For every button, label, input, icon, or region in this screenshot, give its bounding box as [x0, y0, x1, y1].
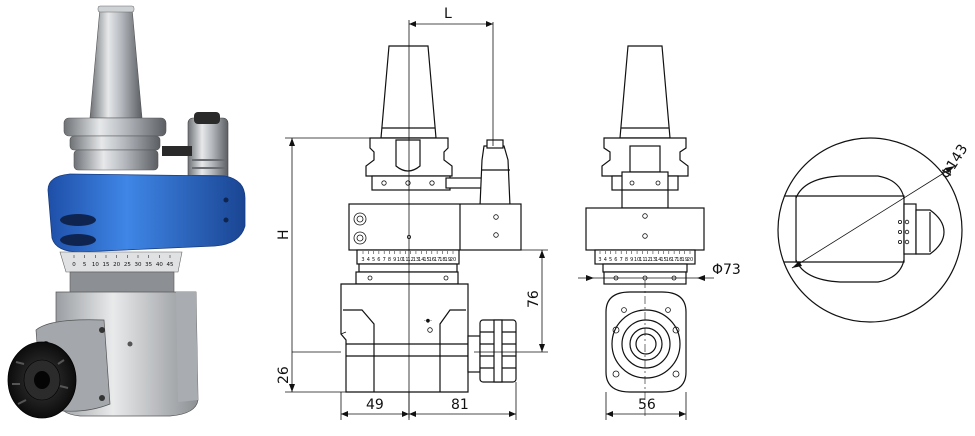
- scale-tick-label: 5: [83, 262, 87, 268]
- scale-tick-label: 8: [625, 257, 628, 263]
- scale-tick-label: 3: [361, 257, 364, 263]
- scale-tick-label: 17: [434, 257, 440, 263]
- scale-tick-label: 9: [630, 257, 633, 263]
- scale-tick-label: 20: [113, 262, 120, 268]
- scale-tick-label: 14: [655, 257, 661, 263]
- scale-tick-label: 12: [644, 257, 650, 263]
- scale-tick-label: 12: [407, 257, 413, 263]
- scale-tick-label: 9: [393, 257, 396, 263]
- top-view: Φ143: [777, 137, 972, 323]
- scale-tick-label: 20: [687, 257, 693, 263]
- scale-tick-label: 16: [429, 257, 435, 263]
- scale-tick-label: 25: [124, 262, 131, 268]
- scale-tick-label: 10: [397, 257, 403, 263]
- scale-tick-label: 6: [377, 257, 380, 263]
- scale-tick-label: 7: [383, 257, 386, 263]
- scale-tick-label: 20: [450, 257, 456, 263]
- dim-81: 81: [451, 397, 469, 413]
- dim-phi73: Φ73: [712, 262, 741, 278]
- scale-tick-label: 18: [676, 257, 682, 263]
- scale-tick-label: 45: [167, 262, 174, 268]
- scale-tick-label: 13: [413, 257, 419, 263]
- scale-tick-label: 10: [92, 262, 99, 268]
- dim-L: L: [444, 6, 452, 22]
- body-marking: -●-: [424, 318, 432, 324]
- scale-tick-label: 5: [609, 257, 612, 263]
- dim-56: 56: [638, 397, 656, 413]
- scale-tick-label: 8: [388, 257, 391, 263]
- dim-49: 49: [366, 397, 384, 413]
- scale-tick-label: 11: [639, 257, 645, 263]
- scale-tick-label: 4: [604, 257, 607, 263]
- scale-tick-label: 17: [671, 257, 677, 263]
- scale-tick-label: 11: [402, 257, 408, 263]
- scale-tick-label: 15: [103, 262, 110, 268]
- scale-tick-label: 19: [445, 257, 451, 263]
- front-dimensions: L H 26 76 49 81: [276, 6, 548, 420]
- dim-phi143: Φ143: [938, 142, 972, 182]
- scale-tick-label: 0: [72, 262, 76, 268]
- scale-tick-label: 14: [418, 257, 424, 263]
- scale-tick-label: 3: [598, 257, 601, 263]
- scale-tick-label: 19: [682, 257, 688, 263]
- scale-tick-label: 6: [614, 257, 617, 263]
- scale-tick-label: 4: [367, 257, 370, 263]
- scale-tick-label: 30: [135, 262, 142, 268]
- scale-tick-label: 35: [145, 262, 152, 268]
- scale-tick-label: 15: [423, 257, 429, 263]
- dim-76: 76: [526, 290, 542, 308]
- scale-tick-label: 18: [439, 257, 445, 263]
- scale-tick-label: 16: [666, 257, 672, 263]
- scale-tick-label: 10: [634, 257, 640, 263]
- scale-tick-label: 7: [620, 257, 623, 263]
- scale-tick-label: 40: [156, 262, 163, 268]
- scale-tick-label: 13: [650, 257, 656, 263]
- dim-H: H: [276, 229, 292, 240]
- dim-26: 26: [276, 366, 292, 384]
- scale-tick-label: 5: [372, 257, 375, 263]
- scale-tick-label: 15: [660, 257, 666, 263]
